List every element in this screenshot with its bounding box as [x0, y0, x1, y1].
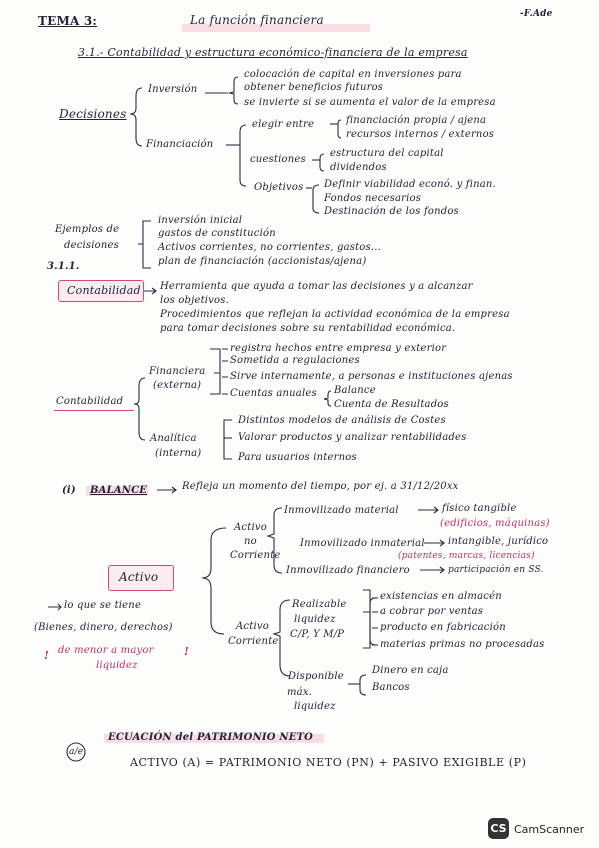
financiacion-label: Financiación — [146, 139, 214, 150]
definition-line-2: los objetivos. — [160, 295, 229, 306]
inmovilizado-material-result: físico tangible — [442, 503, 517, 514]
inmovilizado-inmaterial: Inmovilizado inmaterial — [300, 538, 425, 549]
title-highlight — [182, 24, 370, 32]
page-title: La función financiera — [190, 13, 324, 27]
ejemplos-item-3: Activos corrientes, no corrientes, gasto… — [158, 242, 381, 253]
financiera-label-1: Financiera — [149, 366, 206, 377]
lo-que-se-tiene: lo que se tiene — [64, 600, 142, 611]
corriente-label-2: Corriente — [228, 636, 279, 647]
no-corriente-label-2: no — [244, 536, 257, 547]
analitica-label-1: Analítica — [150, 433, 197, 444]
tema-label: TEMA 3: — [38, 14, 98, 28]
disponible-liquidez: liquidez — [294, 701, 336, 712]
financiera-item-2: Sometida a regulaciones — [230, 355, 360, 366]
balance-highlight — [86, 486, 148, 496]
section-311-number: 3.1.1. — [47, 261, 80, 272]
ecuacion-icon: a/e — [69, 747, 84, 757]
inmovilizado-financiero-result: participación en SS. — [448, 565, 544, 575]
financiera-label-2: (externa) — [153, 380, 202, 391]
contabilidad-box — [58, 280, 144, 302]
liquidez-text-1: de menor a mayor — [58, 645, 154, 656]
exclamation-mark: ! — [44, 649, 50, 662]
cuentas-item-2: Cuenta de Resultados — [334, 399, 449, 410]
exclamation-mark-2: ! — [184, 645, 190, 658]
elegir-item-1: financiación propia / ajena — [346, 115, 487, 126]
author: -F.Ade — [520, 9, 553, 19]
realizable-item-2: a cobrar por ventas — [380, 606, 484, 617]
inmovilizado-material-note: (edificios, máquinas) — [440, 518, 550, 529]
liquidez-text-2: liquidez — [96, 660, 138, 671]
contabilidad-label: Contabilidad — [56, 396, 124, 407]
objetivos-item-2: Fondos necesarios — [324, 193, 422, 204]
analitica-item-1: Distintos modelos de análisis de Costes — [238, 415, 446, 426]
contabilidad-box-label: Contabilidad — [67, 284, 141, 297]
contabilidad-underline — [54, 410, 134, 412]
realizable-item-3: producto en fabricación — [380, 622, 506, 633]
analitica-item-2: Valorar productos y analizar rentabilida… — [238, 432, 467, 443]
section-31-heading: 3.1.- Contabilidad y estructura económic… — [78, 46, 468, 59]
ecuacion-highlight — [104, 734, 324, 743]
inversion-item-3: se invierte si se aumenta el valor de la… — [244, 97, 496, 108]
inmovilizado-inmaterial-note: (patentes, marcas, licencias) — [398, 551, 535, 561]
bienes-text: (Bienes, dinero, derechos) — [34, 622, 173, 633]
inversion-item-1: colocación de capital en inversiones par… — [244, 69, 462, 80]
financiera-item-1: registra hechos entre empresa y exterior — [230, 343, 447, 354]
camscanner-logo: CS — [488, 818, 509, 839]
inversion-item-2: obtener beneficios futuros — [244, 82, 384, 93]
no-corriente-label-3: Corriente — [230, 550, 281, 561]
no-corriente-label-1: Activo — [234, 522, 267, 533]
inmovilizado-inmaterial-result: intangible, jurídico — [448, 536, 549, 547]
balance-label: BALANCE — [90, 485, 148, 496]
realizable-item-4: materias primas no procesadas — [380, 639, 545, 650]
analitica-item-3: Para usuarios internos — [238, 452, 357, 463]
realizable-liquidez: liquidez — [294, 614, 336, 625]
realizable-label: Realizable — [292, 599, 347, 610]
definition-line-3: Procedimientos que reflejan la actividad… — [160, 309, 510, 320]
elegir-label: elegir entre — [252, 119, 315, 130]
disponible-item-1: Dinero en caja — [372, 665, 449, 676]
ejemplos-item-1: inversión inicial — [158, 215, 243, 226]
realizable-plazo: C/P, Y M/P — [290, 629, 345, 640]
definition-line-1: Herramienta que ayuda a tomar las decisi… — [160, 281, 473, 292]
inmovilizado-material: Inmovilizado material — [284, 505, 399, 516]
cuestiones-item-2: dividendos — [330, 162, 387, 173]
balance-text: Refleja un momento del tiempo, por ej. a… — [182, 481, 459, 492]
decisiones-label: Decisiones — [59, 107, 127, 121]
disponible-label: Disponible — [288, 671, 344, 682]
cuestiones-label: cuestiones — [250, 154, 306, 165]
elegir-item-2: recursos internos / externos — [346, 129, 495, 140]
ecuacion-heading: ECUACIÓN del PATRIMONIO NETO — [108, 732, 314, 743]
objetivos-item-3: Destinación de los fondos — [324, 206, 459, 217]
corriente-label-1: Activo — [236, 621, 269, 632]
inmovilizado-financiero: Inmovilizado financiero — [286, 565, 410, 576]
disponible-max: máx. — [287, 687, 313, 698]
financiera-item-3: Sirve internamente, a personas e institu… — [230, 371, 513, 382]
activo-box-label: Activo — [119, 570, 159, 584]
realizable-item-1: existencias en almacén — [380, 591, 502, 602]
financiera-item-4: Cuentas anuales — [230, 388, 317, 399]
analitica-label-2: (interna) — [155, 448, 202, 459]
ejemplos-item-4: plan de financiación (accionistas/ajena) — [158, 256, 367, 267]
inversion-label: Inversión — [148, 84, 198, 95]
ejemplos-label-2: decisiones — [64, 240, 119, 251]
objetivos-item-1: Definir viabilidad econó. y finan. — [324, 179, 496, 190]
ejemplos-label-1: Ejemplos de — [55, 224, 120, 235]
ejemplos-item-2: gastos de constitución — [158, 228, 276, 239]
balance-number: (i) — [62, 485, 76, 496]
cuestiones-item-1: estructura del capital — [330, 148, 444, 159]
objetivos-label: Objetivos — [254, 182, 304, 193]
activo-box — [108, 565, 174, 591]
disponible-item-2: Bancos — [372, 682, 410, 693]
ecuacion-formula: ACTIVO (A) = PATRIMONIO NETO (PN) + PASI… — [130, 756, 527, 769]
cuentas-item-1: Balance — [334, 385, 376, 396]
camscanner-text: CamScanner — [514, 823, 585, 836]
definition-line-4: para tomar decisiones sobre su rentabili… — [160, 323, 456, 334]
